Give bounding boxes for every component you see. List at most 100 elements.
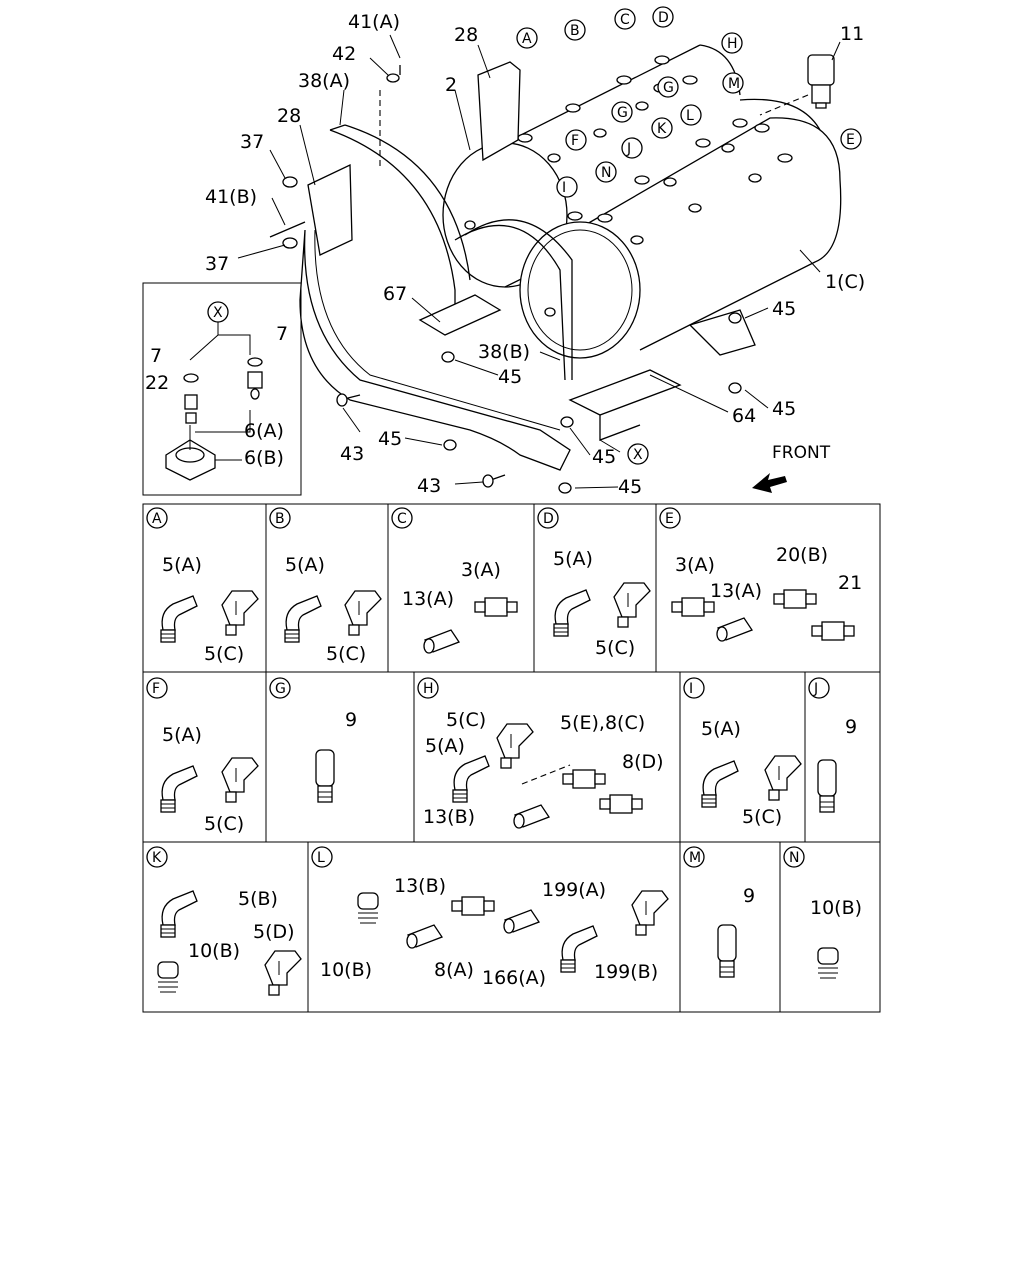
- panel-l-label-4: 166(A): [482, 967, 546, 989]
- panel-f: F5(A)5(C): [146, 677, 259, 835]
- tank-ports: [464, 55, 793, 317]
- callout-41b: 41(B): [205, 186, 257, 208]
- callout-28-left: 28: [277, 105, 301, 127]
- inset-label-6a: 6(A): [244, 420, 284, 442]
- callout-45-right-top: 45: [772, 298, 796, 320]
- panel-c-label-0: 3(A): [461, 559, 501, 581]
- panel-g-marker-letter: G: [275, 681, 286, 697]
- straps: [329, 124, 573, 381]
- panel-j-label-0: 9: [845, 716, 857, 738]
- panel-g: G9: [269, 677, 357, 803]
- panel-h-label-1: 5(E),8(C): [560, 712, 645, 734]
- panel-g-marker: G: [269, 677, 291, 699]
- panel-b-label-0: 5(A): [285, 554, 325, 576]
- panel-h: H 5(C) 5(E),8(C) 5(A) 8(D) 13(B): [417, 677, 664, 829]
- panel-f-marker-letter: F: [152, 681, 160, 697]
- callout-64: 64: [732, 405, 756, 427]
- panel-i: I5(A)5(C): [683, 677, 802, 828]
- panel-l-label-1: 199(A): [542, 879, 606, 901]
- panel-l-marker: L: [311, 846, 333, 868]
- panel-l-label-0: 13(B): [394, 875, 446, 897]
- panel-n: N 10(B): [783, 846, 862, 979]
- panel-c-marker: C: [391, 507, 413, 529]
- callout-43-bottom: 43: [417, 475, 441, 497]
- panel-k-label-0: 5(B): [238, 888, 278, 910]
- panel-l: L 13(B) 199(A) 10(B) 8(A) 166(A) 199(B): [311, 846, 669, 989]
- panel-j-marker-letter: J: [813, 681, 818, 697]
- panel-n-marker: N: [783, 846, 805, 868]
- panel-e-marker: E: [659, 507, 681, 529]
- bracket-28: [307, 61, 521, 256]
- inset-label-6b: 6(B): [244, 447, 284, 469]
- x-marker-main: X: [627, 443, 649, 465]
- panel-h-marker: H: [417, 677, 439, 699]
- tank-marker-m-7-letter: M: [728, 76, 740, 92]
- panel-a-marker: A: [146, 507, 168, 529]
- panel-h-label-4: 13(B): [423, 806, 475, 828]
- panel-m-marker-letter: M: [689, 850, 701, 866]
- panel-j-marker: J: [808, 677, 830, 699]
- callout-2: 2: [445, 74, 457, 96]
- callout-1c: 1(C): [825, 271, 865, 293]
- inset-x: X 7 7 22 6(A) 6(B): [142, 282, 302, 496]
- tank-marker-d-3: D: [652, 6, 674, 28]
- callout-28-top: 28: [454, 24, 478, 46]
- tank-marker-n-13: N: [595, 161, 617, 183]
- tank-marker-n-13-letter: N: [601, 165, 611, 181]
- panel-h-label-2: 5(A): [425, 735, 465, 757]
- panel-l-label-3: 8(A): [434, 959, 474, 981]
- callout-41a: 41(A): [348, 11, 400, 33]
- tank-marker-a-0-letter: A: [522, 31, 532, 47]
- inset-label-7-left: 7: [150, 345, 162, 367]
- inset-label-7-right: 7: [276, 323, 288, 345]
- tank-marker-g-6-letter: G: [617, 105, 628, 121]
- callout-labels: 41(A) 42 38(A) 28 28 2 37 41(B) 37 11 1(…: [205, 11, 865, 498]
- x-marker-main-letter: X: [633, 447, 643, 463]
- panel-a-label-1: 5(C): [204, 643, 244, 665]
- plug-11: [759, 54, 835, 116]
- tank-marker-c-2: C: [614, 8, 636, 30]
- callout-37-top: 37: [240, 131, 264, 153]
- tank-marker-g-5-letter: G: [663, 80, 674, 96]
- panel-h-label-0: 5(C): [446, 709, 486, 731]
- tank-marker-b-1: B: [564, 19, 586, 41]
- panel-l-label-2: 10(B): [320, 959, 372, 981]
- panel-b-marker-letter: B: [275, 511, 285, 527]
- callout-37-bottom: 37: [205, 253, 229, 275]
- panel-h-label-3: 8(D): [622, 751, 664, 773]
- panel-e-label-0: 3(A): [675, 554, 715, 576]
- panel-i-marker: I: [683, 677, 705, 699]
- panel-f-marker: F: [146, 677, 168, 699]
- inset-x-letter: X: [213, 305, 223, 321]
- panel-h-marker-letter: H: [423, 681, 434, 697]
- panel-b: B 5(A) 5(C): [269, 507, 382, 665]
- panel-n-label-0: 10(B): [810, 897, 862, 919]
- panel-d-label-1: 5(C): [595, 637, 635, 659]
- frame-member: [299, 229, 571, 471]
- panel-l-marker-letter: L: [317, 850, 325, 866]
- tank-marker-k-11-letter: K: [657, 121, 667, 137]
- panel-n-marker-letter: N: [789, 850, 799, 866]
- detail-panels: A5(A)5(C)B5(A)5(C)C3(A)13(A)D5(A)5(C)E3(…: [146, 507, 862, 996]
- panel-m-marker: M: [683, 846, 705, 868]
- panel-d-label-0: 5(A): [553, 548, 593, 570]
- callout-67: 67: [383, 283, 407, 305]
- tank-marker-e-8: E: [840, 128, 862, 150]
- tank-marker-f-9-letter: F: [571, 133, 579, 149]
- panel-e-marker-letter: E: [665, 511, 674, 527]
- panel-e-label-3: 21: [838, 572, 862, 594]
- tank-marker-b-1-letter: B: [570, 23, 580, 39]
- panel-f-label-1: 5(C): [204, 813, 244, 835]
- tank-marker-h-4: H: [721, 32, 743, 54]
- callout-43-left: 43: [340, 443, 364, 465]
- panel-l-label-5: 199(B): [594, 961, 658, 983]
- panel-c-marker-letter: C: [397, 511, 407, 527]
- tank-marker-e-8-letter: E: [846, 132, 855, 148]
- panel-m-label-0: 9: [743, 885, 755, 907]
- fasteners: [269, 65, 742, 494]
- tank-marker-f-9: F: [565, 129, 587, 151]
- tank-marker-d-3-letter: D: [658, 10, 669, 26]
- panel-b-label-1: 5(C): [326, 643, 366, 665]
- tank-marker-g-5: G: [657, 76, 679, 98]
